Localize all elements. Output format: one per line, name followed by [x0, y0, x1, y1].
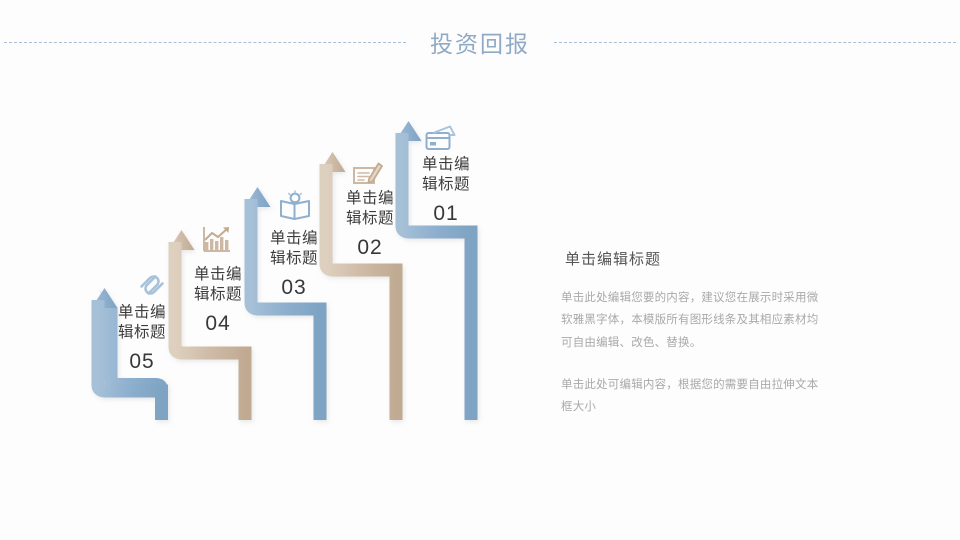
staircase-chart — [91, 121, 478, 420]
step-title-line2-01: 辑标题 — [421, 176, 470, 194]
header-divider-right — [554, 41, 956, 43]
step-arrow-05[interactable] — [91, 288, 169, 420]
paperclip-icon — [135, 268, 169, 302]
step-title-line1-03: 单击编 — [269, 230, 318, 247]
step-arrow-04[interactable] — [168, 230, 252, 420]
side-body[interactable]: 单击此处编辑您要的内容，建议您在展示时采用微软雅黑字体，本模版所有图形线条及其相… — [561, 292, 819, 349]
growth-chart-icon — [199, 222, 233, 256]
step-number-03: 03 — [281, 275, 307, 299]
step-title-line1-01: 单击编 — [421, 156, 470, 173]
step-title-line1-04: 单击编 — [193, 266, 242, 283]
step-title-line2-05: 辑标题 — [117, 324, 166, 342]
step-number-01: 01 — [433, 201, 459, 225]
step-label-05[interactable]: 单击编 辑标题 05 — [104, 303, 180, 376]
step-number-05: 05 — [129, 349, 155, 373]
page-title: 投资回报 — [430, 31, 530, 57]
step-title-line2-03: 辑标题 — [269, 250, 318, 268]
sign-document-icon — [351, 157, 385, 191]
step-number-04: 04 — [205, 311, 231, 335]
side-title[interactable]: 单击编辑标题 — [565, 251, 662, 268]
step-label-04[interactable]: 单击编 辑标题 04 — [180, 265, 256, 338]
step-title-line2-02: 辑标题 — [345, 210, 394, 228]
step-label-02[interactable]: 单击编 辑标题 02 — [332, 189, 408, 262]
header-divider-left — [4, 41, 406, 43]
page-header: 投资回报 — [0, 22, 960, 62]
wallet-icon — [423, 123, 457, 157]
book-idea-icon — [278, 190, 312, 224]
step-number-02: 02 — [357, 235, 383, 259]
side-footer[interactable]: 单击此处可编辑内容，根据您的需要自由拉伸文本框大小 — [561, 379, 819, 414]
step-title-line1-05: 单击编 — [117, 304, 166, 321]
side-text-block: 单击编辑标题 单击此处编辑您要的内容，建议您在展示时采用微软雅黑字体，本模版所有… — [561, 248, 829, 354]
step-title-line1-02: 单击编 — [345, 190, 394, 207]
step-arrow-02[interactable] — [319, 152, 403, 420]
step-label-01[interactable]: 单击编 辑标题 01 — [408, 155, 484, 228]
step-arrow-03[interactable] — [244, 187, 327, 420]
step-arrow-01[interactable] — [395, 121, 478, 420]
step-label-03[interactable]: 单击编 辑标题 03 — [256, 229, 332, 302]
step-title-line2-04: 辑标题 — [193, 286, 242, 304]
